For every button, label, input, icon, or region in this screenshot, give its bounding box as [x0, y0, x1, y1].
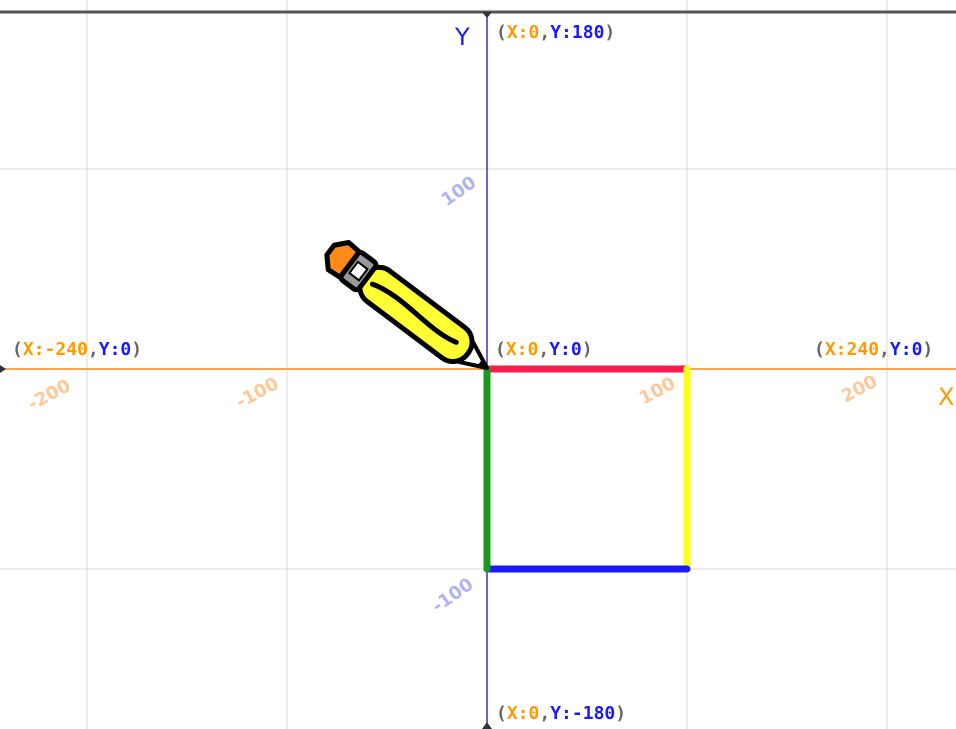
tick-labels: -200 -100 100 200 100 -100 [25, 172, 881, 617]
x-axis-name: X [938, 383, 954, 411]
x-tick-label-neg200: -200 [25, 375, 75, 415]
x-axis-left-arrow [0, 365, 6, 373]
drawn-square [483, 365, 691, 573]
axes [0, 10, 956, 729]
x-tick-label-100: 100 [636, 373, 679, 409]
y-axis-bottom-arrow [482, 722, 492, 729]
label-right-point: (X:240,Y:0) [814, 339, 933, 360]
y-axis-top-arrow [482, 12, 492, 18]
label-left-point: (X:-240,Y:0) [12, 339, 142, 360]
y-tick-label-100: 100 [437, 172, 480, 211]
label-top-point: (X:0,Y:180) [496, 22, 615, 43]
y-axis-name: Y [454, 23, 470, 51]
pencil-icon[interactable] [319, 235, 498, 383]
coordinate-labels: Y X (X:0,Y:180) (X:0,Y:-180) (X:-240,Y:0… [12, 22, 954, 724]
label-bottom-point: (X:0,Y:-180) [496, 703, 626, 724]
x-tick-label-neg100: -100 [233, 373, 283, 413]
x-tick-label-200: 200 [838, 371, 881, 407]
label-origin-point: (X:0,Y:0) [495, 339, 593, 360]
y-tick-label-neg100: -100 [428, 574, 477, 617]
